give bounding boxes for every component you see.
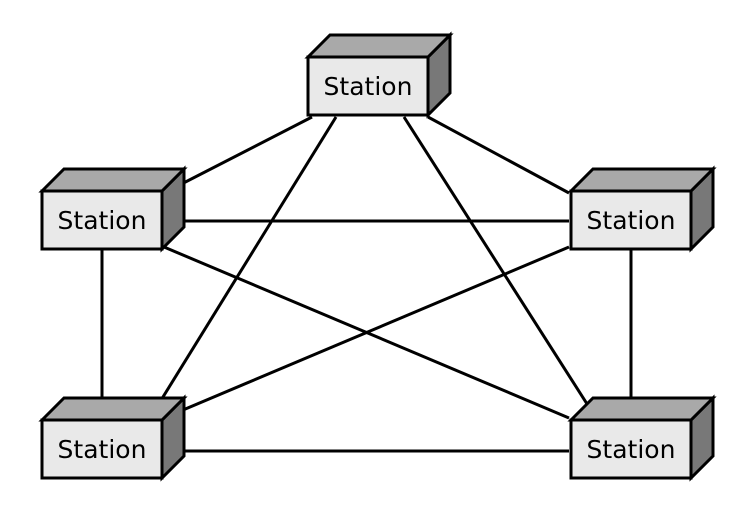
box-top-face <box>304 33 454 59</box>
station-label: Station <box>587 435 676 464</box>
box-top-face <box>38 167 188 193</box>
edges-layer <box>100 115 633 453</box>
box-front-face <box>569 189 693 251</box>
network-link-top--bottom-right <box>402 116 598 419</box>
box-front-face <box>40 418 164 480</box>
network-link-right-middle--bottom-left <box>163 245 570 420</box>
station-node-top[interactable]: Station <box>304 31 454 119</box>
station-node-left-middle[interactable]: Station <box>38 165 188 253</box>
station-node-bottom-right[interactable]: Station <box>567 394 717 482</box>
network-link-top--left-middle <box>163 115 313 195</box>
station-label: Station <box>58 435 147 464</box>
box-top-face <box>567 396 717 422</box>
station-label: Station <box>587 206 676 235</box>
box-front-face <box>569 418 693 480</box>
network-link-top--right-middle <box>427 115 570 195</box>
station-node-right-middle[interactable]: Station <box>567 165 717 253</box>
box-front-face <box>40 189 164 251</box>
box-top-face <box>567 167 717 193</box>
station-label: Station <box>58 206 147 235</box>
station-label: Station <box>324 72 413 101</box>
box-front-face <box>306 55 430 117</box>
station-node-bottom-left[interactable]: Station <box>38 394 188 482</box>
box-top-face <box>38 396 188 422</box>
network-link-top--bottom-left <box>148 116 338 419</box>
